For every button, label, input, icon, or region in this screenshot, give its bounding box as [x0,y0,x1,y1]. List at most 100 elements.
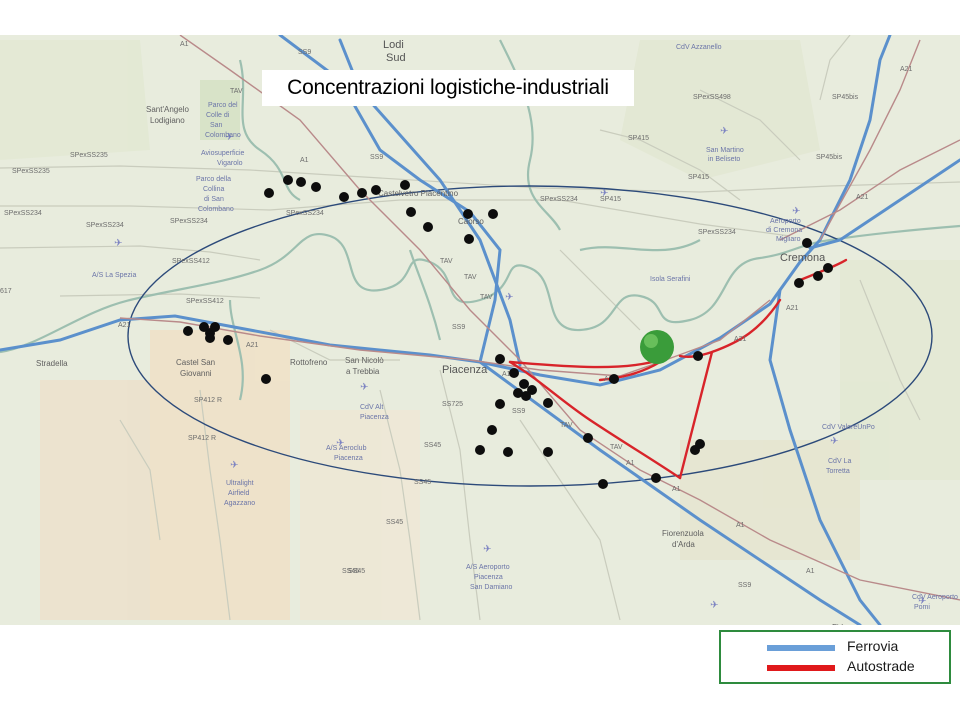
logistic-marker[interactable] [823,263,833,273]
logistic-marker[interactable] [283,175,293,185]
logistic-marker[interactable] [543,398,553,408]
hub-marker[interactable] [640,330,674,364]
svg-text:✈: ✈ [600,188,608,199]
map-label-fiorenzuola-1: Fiorenzuola [662,529,704,538]
logistic-marker[interactable] [583,433,593,443]
legend: Ferrovia Autostrade [719,630,951,684]
logistic-marker[interactable] [598,479,608,489]
map-label-castel-sg-1: Castel San [176,358,215,367]
map-label-cdv-alt-1: CdV Alt [360,404,383,411]
map-label-fidenza: Fidenza [832,623,861,625]
map-label-ss9-south: SS9 [512,408,525,415]
logistic-marker[interactable] [813,271,823,281]
logistic-marker[interactable] [357,188,367,198]
logistic-marker[interactable] [609,374,619,384]
map-label-ultralight-3: Agazzano [224,500,255,507]
svg-text:✈: ✈ [336,438,344,449]
logistic-marker[interactable] [487,425,497,435]
logistic-marker[interactable] [311,182,321,192]
map-label-spexss234-3: SPexSS234 [170,218,208,225]
logistic-marker[interactable] [690,445,700,455]
map-label-stradella: Stradella [36,359,68,368]
logistic-marker[interactable] [210,322,220,332]
map-label-sanmartino-1: San Martino [706,147,744,154]
legend-swatch-autostrade [767,665,835,671]
map-label-a1-south-4: A1 [806,568,815,575]
map-label-tav-mid-2: TAV [464,274,477,281]
map-label-a1-south-3: A1 [736,522,745,529]
logistic-marker[interactable] [371,185,381,195]
logistic-marker[interactable] [488,209,498,219]
map-label-ss9-upper: SS9 [370,154,383,161]
concentration-ellipse [127,185,933,487]
logistic-marker[interactable] [205,333,215,343]
map-label-parco-stalle-3: di San [204,196,224,203]
logistic-marker[interactable] [406,207,416,217]
map-label-a21-west: A21 [118,322,131,329]
map-label-cdv-pomi-1: CdV Aeroporto [912,594,958,601]
logistic-marker[interactable] [475,445,485,455]
logistic-marker[interactable] [503,447,513,457]
map-label-a1-top: A1 [180,41,189,48]
map-canvas[interactable]: ✈ ✈ ✈ ✈ ✈ ✈ ✈ ✈ ✈ ✈ ✈ ✈ ✈ LodiSudA1TAVSS… [0,35,960,625]
map-label-sp45bis-2: SP45bis [816,154,843,161]
logistic-marker[interactable] [400,180,410,190]
logistic-marker[interactable] [339,192,349,202]
legend-swatch-ferrovia [767,645,835,651]
map-label-san-nicolo-2: a Trebbia [346,367,380,376]
map-label-sanmartino-2: in Beliseto [708,156,740,163]
logistic-marker[interactable] [495,354,505,364]
map-label-parco-stalle-4: Colombano [198,206,234,213]
map-label-ss9-sw: SS9 [738,582,751,589]
map-label-parco-colombano-3: San [210,122,223,129]
map-label-as-piacenza-sd-2: Piacenza [474,574,503,581]
logistic-marker[interactable] [495,399,505,409]
logistic-marker[interactable] [693,351,703,361]
map-label-spexss412-2: SPexSS412 [186,298,224,305]
map-label-ss545: SS45 [342,568,359,575]
logistic-marker[interactable] [519,379,529,389]
legend-row-ferrovia: Ferrovia [721,637,949,657]
map-label-spexss234-6: SPexSS234 [698,229,736,236]
map-label-a1-south-1: A1 [626,460,635,467]
map-label-sp415-2: SP415 [688,174,709,181]
map-label-tav-south-2: TAV [610,444,623,451]
map-title: Concentrazioni logistiche-industriali [262,70,634,106]
map-label-aviosuperficie-2: Vigarolo [217,160,243,167]
logistic-marker[interactable] [794,278,804,288]
map-label-aeroclub-1: A/S Aeroclub [326,445,367,452]
map-label-spexss234-4: SPexSS234 [286,210,324,217]
map-label-a1-upper: A1 [300,157,309,164]
logistic-marker[interactable] [296,177,306,187]
logistic-marker[interactable] [223,335,233,345]
legend-row-autostrade: Autostrade [721,657,949,677]
logistic-marker[interactable] [261,374,271,384]
map-label-sant-angelo: Sant'Angelo [146,105,189,114]
map-label-sp415-1: SP415 [628,135,649,142]
svg-text:✈: ✈ [483,544,491,555]
logistic-marker[interactable] [463,209,473,219]
map-label-a21-mid: A21 [246,342,259,349]
map-label-piacenza: Piacenza [442,364,488,376]
svg-text:✈: ✈ [225,132,233,143]
logistic-marker[interactable] [509,368,519,378]
logistic-marker[interactable] [521,391,531,401]
logistic-marker[interactable] [651,473,661,483]
map-label-ss45-3: SS45 [386,519,403,526]
logistic-marker[interactable] [802,238,812,248]
poi-glyphs: ✈ ✈ ✈ ✈ ✈ ✈ ✈ ✈ ✈ ✈ ✈ ✈ ✈ [114,126,926,611]
logistic-marker[interactable] [423,222,433,232]
map-label-ss45-4: SS45 [348,568,365,575]
map-label-ss9-mid: SS9 [452,324,465,331]
map-label-parco-colombano-2: Colle di [206,112,230,119]
logistic-marker[interactable] [543,447,553,457]
map-label-isola-serafini: Isola Serafini [650,276,691,283]
map-label-spexss5498: SPexSS498 [693,94,731,101]
map-label-sp412r-2: SP412 R [188,435,216,442]
logistic-marker[interactable] [183,326,193,336]
logistic-marker[interactable] [464,234,474,244]
logistic-marker[interactable] [513,388,523,398]
map-label-castelnuovo: Castelvetro Piacentino [378,189,459,198]
logistic-marker[interactable] [264,188,274,198]
